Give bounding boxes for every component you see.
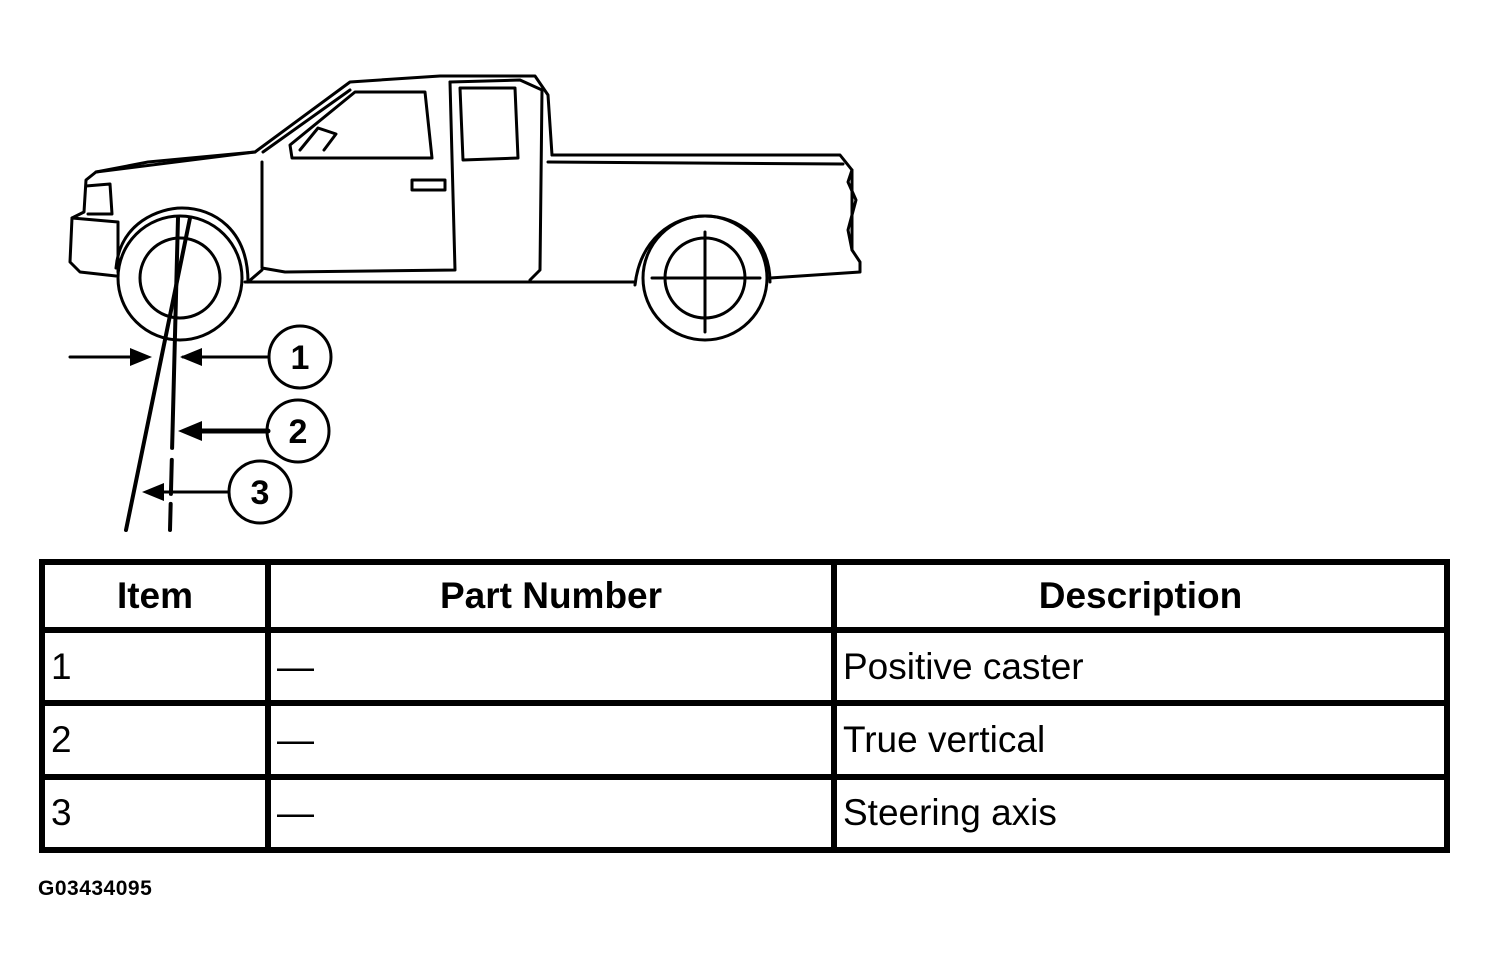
callout-2: 2 bbox=[265, 398, 331, 464]
true-vertical-leader bbox=[178, 421, 271, 441]
callout-1: 1 bbox=[267, 324, 333, 390]
truck-bumper bbox=[70, 216, 120, 274]
truck-front-door bbox=[260, 80, 457, 274]
header-part-number: Part Number bbox=[265, 559, 837, 633]
cell-description: Steering axis bbox=[831, 773, 1450, 854]
rear-wheel bbox=[641, 214, 769, 342]
parts-table: Item Part Number Description 1 — Positiv… bbox=[39, 559, 1450, 854]
cell-part-number: — bbox=[265, 700, 837, 780]
front-wheel bbox=[116, 214, 244, 342]
door-handle bbox=[410, 178, 447, 192]
truck-rear-window bbox=[458, 86, 520, 162]
steering-axis-leader bbox=[142, 483, 231, 501]
callout-3: 3 bbox=[227, 459, 293, 525]
callout-2-number: 2 bbox=[289, 413, 308, 451]
positive-caster-indicator bbox=[68, 348, 270, 366]
truck-grille bbox=[84, 182, 114, 216]
table-row: 1 — Positive caster bbox=[39, 626, 1450, 707]
true-vertical-line bbox=[168, 216, 180, 532]
cell-item: 3 bbox=[39, 773, 271, 854]
caster-diagram: 1 2 3 bbox=[68, 74, 862, 532]
header-description: Description bbox=[831, 559, 1450, 633]
table-header-row: Item Part Number Description bbox=[39, 559, 1450, 633]
cell-part-number: — bbox=[265, 626, 837, 707]
steering-axis-line bbox=[124, 216, 192, 532]
cell-item: 2 bbox=[39, 700, 271, 780]
cell-description: True vertical bbox=[831, 700, 1450, 780]
cell-item: 1 bbox=[39, 626, 271, 707]
figure-id: G03434095 bbox=[38, 877, 153, 900]
cell-part-number: — bbox=[265, 773, 837, 854]
table-row: 2 — True vertical bbox=[39, 700, 1450, 780]
truck-cab bbox=[253, 74, 554, 157]
header-item: Item bbox=[39, 559, 271, 633]
pickup-truck-illustration bbox=[68, 74, 862, 287]
rear-wheel-arch bbox=[633, 214, 772, 287]
cell-description: Positive caster bbox=[831, 626, 1450, 707]
callout-1-number: 1 bbox=[291, 339, 310, 377]
truck-front-window bbox=[288, 90, 434, 160]
truck-front-body bbox=[68, 150, 257, 278]
front-wheel-arch bbox=[114, 206, 250, 284]
table-row: 3 — Steering axis bbox=[39, 773, 1450, 854]
truck-rear-door bbox=[448, 78, 544, 282]
callout-3-number: 3 bbox=[251, 474, 270, 512]
